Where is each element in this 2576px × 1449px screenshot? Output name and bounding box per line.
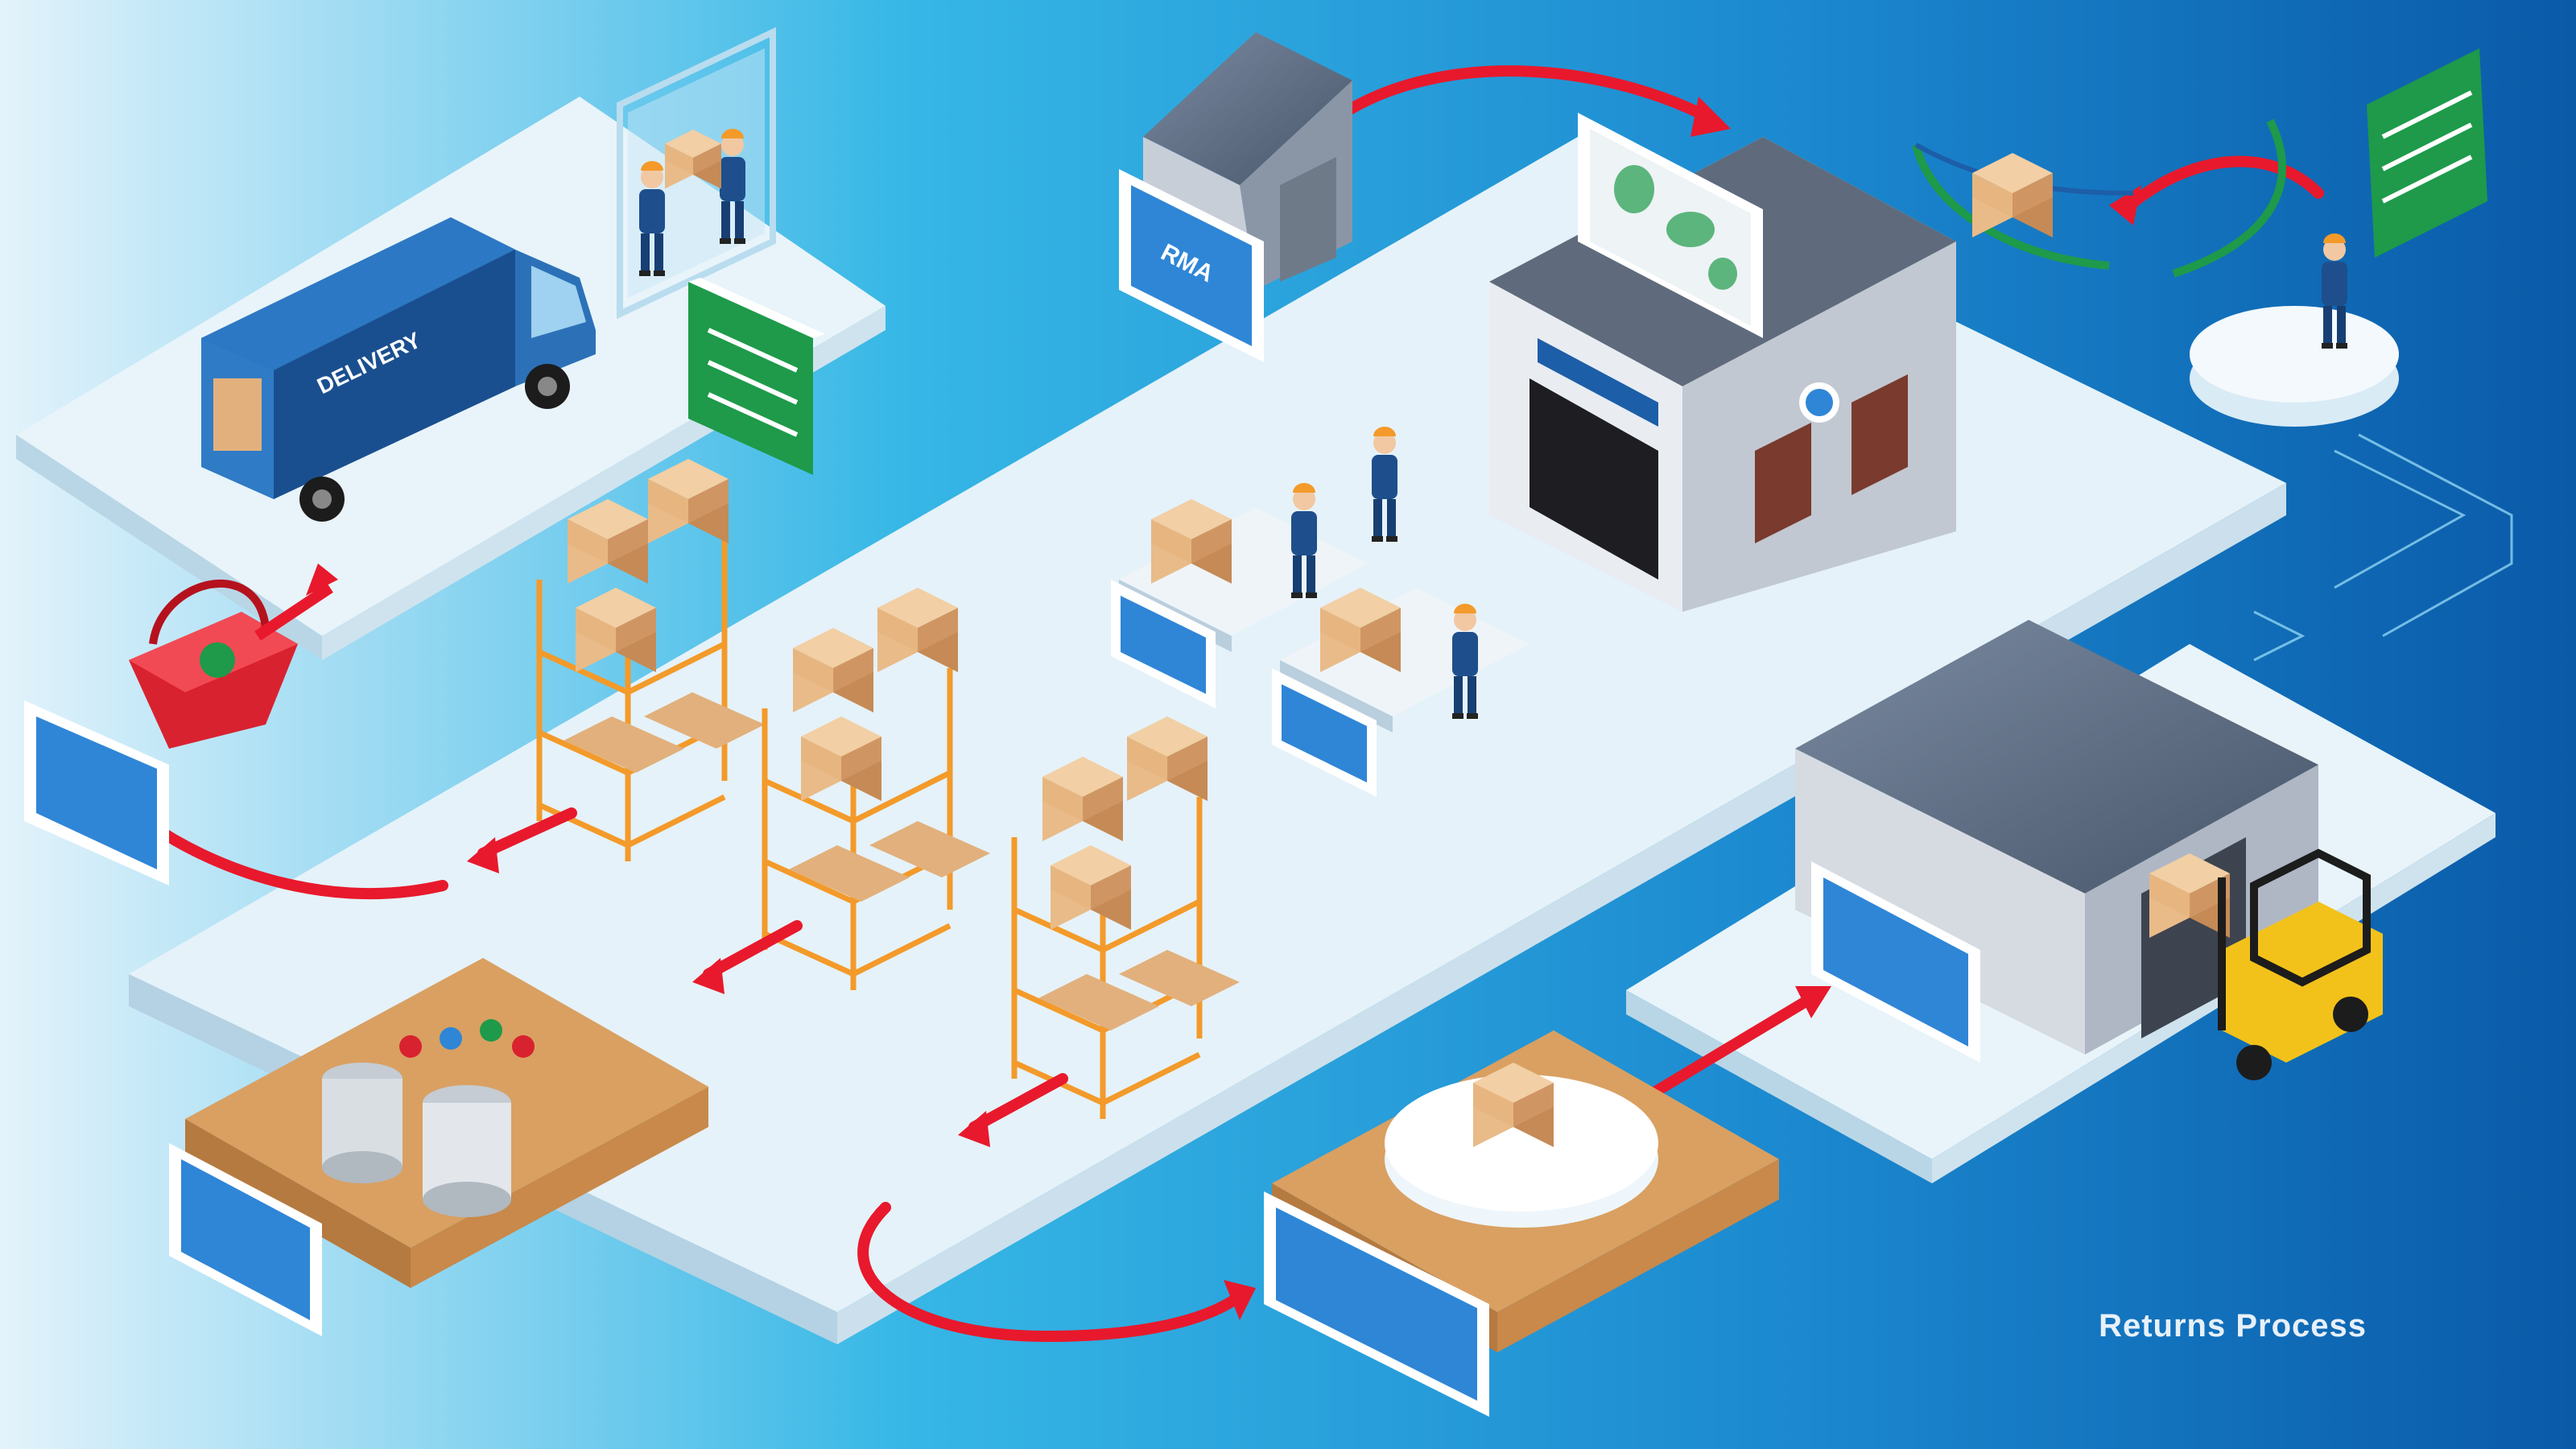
ecommerce-sign — [1811, 861, 1980, 1063]
trash-bin-icon — [322, 1019, 535, 1217]
network-lines — [2253, 433, 2513, 662]
forklift-icon — [2218, 848, 2383, 1080]
shopping-basket-icon — [129, 579, 333, 749]
scrap-sign — [169, 1143, 322, 1336]
online-customer-pedestal — [2190, 306, 2399, 427]
online-sign — [2367, 48, 2487, 258]
rma-sign: RMA — [1119, 169, 1264, 362]
diagram-caption: Returns Process — [2099, 1308, 2367, 1344]
process-arrows — [139, 65, 2324, 1343]
shelf-unit-3 — [1014, 716, 1240, 1119]
shelf-unit-2 — [765, 588, 990, 990]
delivery-truck-icon: DELIVERY — [201, 217, 596, 522]
resale-sign — [688, 278, 825, 475]
world-map-icon — [1578, 113, 1763, 338]
consolidate-sign — [1264, 1191, 1489, 1417]
shelf-unit-1 — [539, 459, 765, 861]
fulfillment-sign — [24, 700, 169, 886]
